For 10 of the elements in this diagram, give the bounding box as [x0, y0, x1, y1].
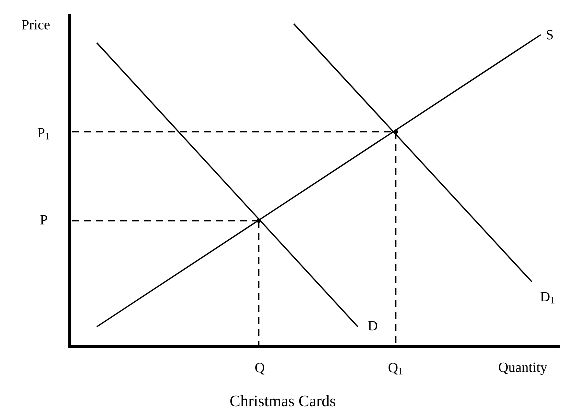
curve-label: D — [368, 321, 378, 331]
tick-label: Q — [256, 363, 265, 375]
curve-label: D$_{1}$ — [540, 292, 555, 304]
caption: Christmas Cards — [230, 395, 336, 407]
curve-label: S — [547, 30, 554, 40]
tick-label: P — [40, 215, 48, 225]
tick-label: Q$_{1}$ — [388, 363, 403, 375]
axis-label: Quantity — [499, 362, 548, 376]
tick-label: P$_{1}$ — [38, 128, 50, 140]
axis-label: Price — [22, 20, 50, 30]
